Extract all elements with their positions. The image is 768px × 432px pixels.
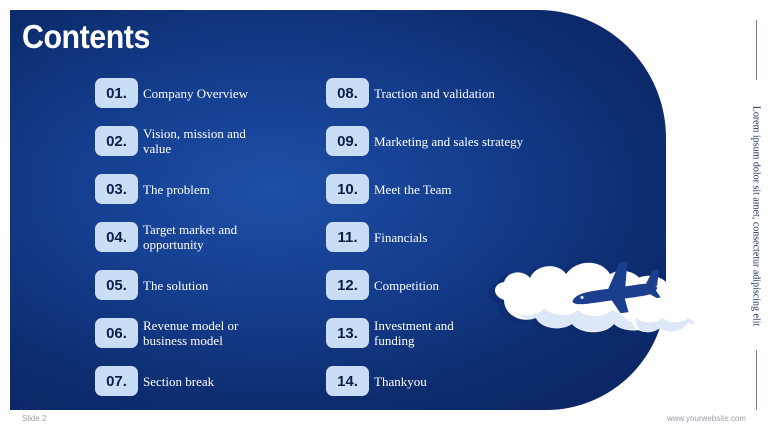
item-number-badge: 06. xyxy=(95,318,138,348)
item-label: Company Overview xyxy=(143,85,249,101)
page-title: Contents xyxy=(22,18,150,55)
list-item[interactable]: 07. Section break xyxy=(95,365,263,397)
item-label: Target market and opportunity xyxy=(143,222,238,252)
item-label: The solution xyxy=(143,277,209,293)
item-label: Investment and funding xyxy=(374,318,454,348)
item-number-badge: 10. xyxy=(326,174,369,204)
list-item[interactable]: 05. The solution xyxy=(95,269,263,301)
item-number-badge: 05. xyxy=(95,270,138,300)
item-number-badge: 12. xyxy=(326,270,369,300)
item-label: Financials xyxy=(374,229,428,245)
item-label: Section break xyxy=(143,373,215,389)
item-number-badge: 14. xyxy=(326,366,369,396)
item-number-badge: 11. xyxy=(326,222,369,252)
list-item[interactable]: 13. Investment and funding xyxy=(326,317,494,349)
item-number-badge: 03. xyxy=(95,174,138,204)
list-item[interactable]: 12. Competition xyxy=(326,269,544,301)
item-number-badge: 09. xyxy=(326,126,369,156)
website-link[interactable]: www.yourwebsite.com xyxy=(666,414,746,423)
cloud-airplane-illustration xyxy=(487,260,698,335)
item-label: The problem xyxy=(143,181,210,197)
list-item[interactable]: 02. Vision, mission and value xyxy=(95,125,263,157)
slide-number: Slide 2 xyxy=(22,414,47,423)
item-label: Competition xyxy=(374,277,439,293)
vertical-tagline: Lorem ipsum dolor sit amet, consectetur … xyxy=(750,105,762,327)
list-item[interactable]: 10. Meet the Team xyxy=(326,173,544,205)
item-label: Traction and validation xyxy=(374,85,495,101)
item-number-badge: 08. xyxy=(326,78,369,108)
item-number-badge: 01. xyxy=(95,78,138,108)
list-item[interactable]: 11. Financials xyxy=(326,221,544,253)
list-item[interactable]: 04. Target market and opportunity xyxy=(95,221,263,253)
divider-line-top xyxy=(756,20,757,80)
list-item[interactable]: 06. Revenue model or business model xyxy=(95,317,263,349)
item-number-badge: 07. xyxy=(95,366,138,396)
item-label: Marketing and sales strategy xyxy=(374,133,524,149)
item-label: Revenue model or business model xyxy=(143,318,239,348)
list-item[interactable]: 14. Thankyou xyxy=(326,365,494,397)
item-number-badge: 04. xyxy=(95,222,138,252)
item-number-badge: 02. xyxy=(95,126,138,156)
item-label: Meet the Team xyxy=(374,181,452,197)
contents-panel xyxy=(10,10,666,410)
item-number-badge: 13. xyxy=(326,318,369,348)
list-item[interactable]: 01. Company Overview xyxy=(95,77,293,109)
item-label: Thankyou xyxy=(374,373,427,389)
item-label: Vision, mission and value xyxy=(143,126,246,156)
list-item[interactable]: 08. Traction and validation xyxy=(326,77,544,109)
airplane-icon xyxy=(572,261,661,314)
list-item[interactable]: 09. Marketing and sales strategy xyxy=(326,125,544,157)
list-item[interactable]: 03. The problem xyxy=(95,173,263,205)
divider-line-bottom xyxy=(756,350,757,410)
